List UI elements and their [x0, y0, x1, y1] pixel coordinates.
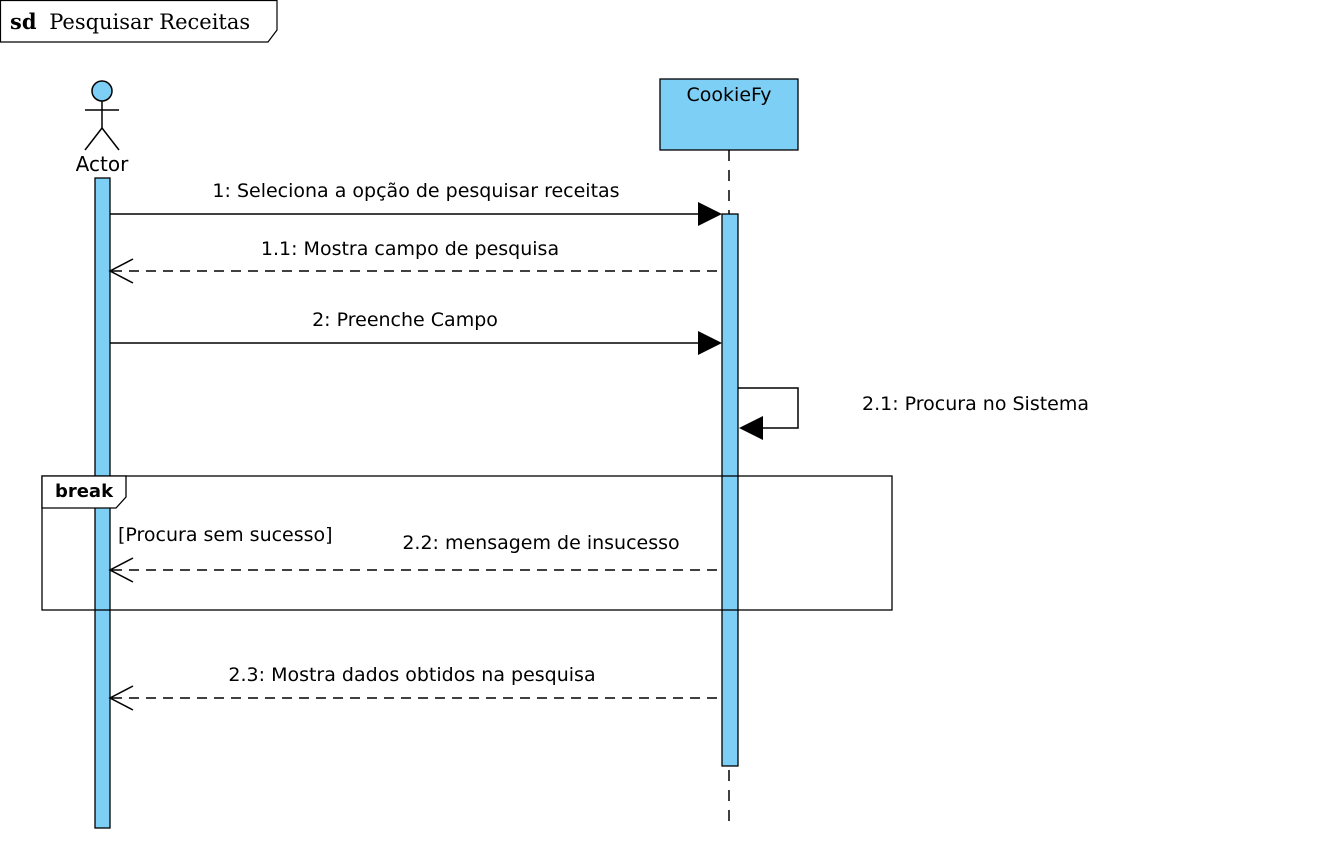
actor-head — [91, 80, 113, 102]
message-1-1-arrow[interactable] — [108, 258, 722, 284]
diagram-frame-tab: sd Pesquisar Receitas — [0, 0, 278, 43]
break-fragment-tab — [41, 475, 127, 509]
frame-title: Pesquisar Receitas — [49, 10, 250, 34]
system-participant-box[interactable] — [659, 78, 799, 151]
message-2-3-arrow[interactable] — [108, 685, 722, 711]
system-activation-bar — [721, 213, 739, 767]
actor-right-leg — [101, 127, 120, 151]
actor-figure[interactable] — [84, 80, 120, 151]
message-1-label: 1: Seleciona a opção de pesquisar receit… — [212, 180, 619, 202]
message-1-arrow[interactable] — [110, 202, 722, 226]
message-2-3-label: 2.3: Mostra dados obtidos na pesquisa — [228, 664, 595, 686]
message-2-1-self-arrow[interactable] — [738, 387, 799, 440]
frame-keyword: sd — [10, 9, 37, 34]
message-2-1-label: 2.1: Procura no Sistema — [862, 393, 1089, 415]
message-2-2-arrow[interactable] — [108, 557, 722, 583]
message-2-2-label: 2.2: mensagem de insucesso — [402, 532, 679, 554]
actor-left-leg — [84, 127, 103, 151]
message-2-label: 2: Preenche Campo — [312, 309, 498, 331]
message-2-arrow[interactable] — [110, 331, 722, 355]
actor-label: Actor — [76, 152, 129, 176]
break-guard-label: [Procura sem sucesso] — [118, 524, 333, 546]
system-participant-label: CookieFy — [687, 84, 772, 106]
break-operator-label: break — [55, 481, 114, 502]
svg-text:sd Pesquisar Receitas: sd Pesquisar Receitas — [10, 9, 250, 34]
break-fragment — [41, 475, 893, 611]
message-1-1-label: 1.1: Mostra campo de pesquisa — [261, 238, 559, 260]
